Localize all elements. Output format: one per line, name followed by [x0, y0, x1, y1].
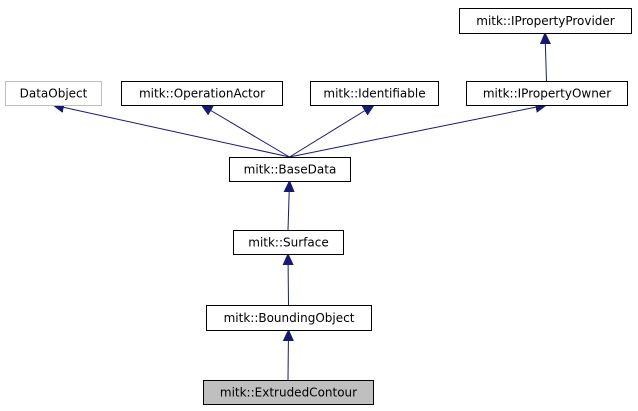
- inheritance-arrow-surface-to-base-data: [288, 181, 290, 231]
- class-node-bounding-object[interactable]: mitk::BoundingObject: [206, 305, 372, 331]
- class-node-identifiable[interactable]: mitk::Identifiable: [310, 81, 439, 106]
- class-box-extruded-contour: [203, 380, 374, 405]
- class-node-iproperty-provider[interactable]: mitk::IPropertyProvider: [459, 8, 632, 34]
- inheritance-edges: [53, 33, 547, 381]
- class-box-iproperty-provider: [459, 8, 632, 34]
- class-box-operation-actor: [121, 81, 283, 106]
- class-box-base-data: [229, 157, 351, 182]
- inheritance-arrow-bounding-object-to-surface: [288, 254, 289, 306]
- class-box-identifiable: [310, 81, 439, 106]
- inheritance-arrow-base-data-to-identifiable: [289, 105, 375, 158]
- class-label-iproperty-owner: mitk::IPropertyOwner: [483, 87, 611, 101]
- inheritance-arrow-extruded-contour-to-bounding-object: [288, 330, 289, 381]
- class-node-data-object[interactable]: DataObject: [5, 81, 102, 106]
- class-box-iproperty-owner: [466, 81, 628, 106]
- class-node-iproperty-owner[interactable]: mitk::IPropertyOwner: [466, 81, 628, 106]
- class-label-base-data: mitk::BaseData: [244, 163, 337, 177]
- inheritance-arrow-iproperty-owner-to-iproperty-provider: [545, 33, 547, 82]
- class-node-base-data[interactable]: mitk::BaseData: [229, 157, 351, 182]
- class-label-iproperty-provider: mitk::IPropertyProvider: [476, 14, 615, 28]
- class-node-surface[interactable]: mitk::Surface: [233, 230, 344, 255]
- inheritance-arrow-base-data-to-operation-actor: [202, 105, 290, 158]
- class-node-operation-actor[interactable]: mitk::OperationActor: [121, 81, 283, 106]
- class-label-data-object: DataObject: [20, 87, 88, 101]
- class-label-surface: mitk::Surface: [248, 236, 328, 250]
- inheritance-arrow-base-data-to-iproperty-owner: [289, 105, 547, 158]
- inheritance-arrow-base-data-to-data-object: [53, 105, 290, 158]
- class-box-surface: [233, 230, 344, 255]
- class-label-operation-actor: mitk::OperationActor: [139, 87, 265, 101]
- class-label-extruded-contour: mitk::ExtrudedContour: [220, 386, 357, 400]
- class-label-identifiable: mitk::Identifiable: [323, 87, 425, 101]
- class-box-bounding-object: [206, 305, 372, 331]
- class-box-data-object: [5, 81, 102, 106]
- class-label-bounding-object: mitk::BoundingObject: [224, 311, 355, 325]
- class-node-extruded-contour: mitk::ExtrudedContour: [203, 380, 374, 405]
